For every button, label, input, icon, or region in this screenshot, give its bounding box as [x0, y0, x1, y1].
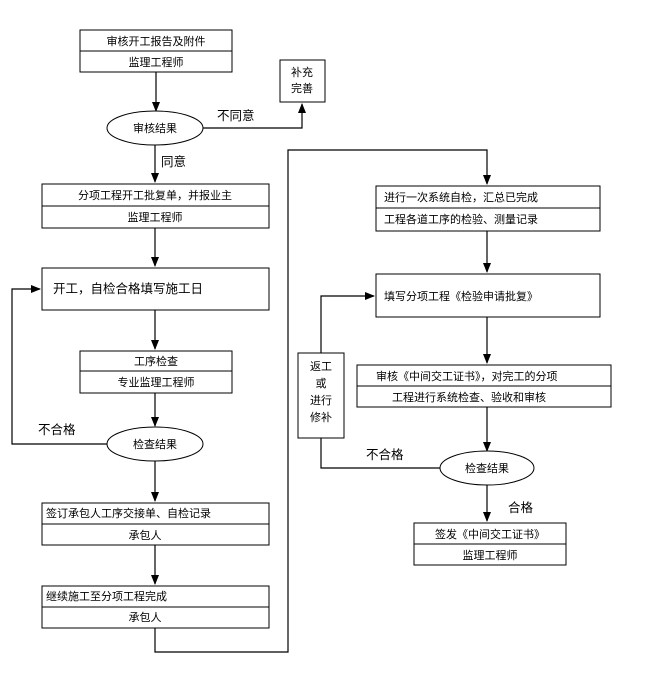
- check-result-ellipse-left: 检查结果: [106, 426, 204, 462]
- sign-handover-title: 签订承包人工序交接单、自检记录: [46, 506, 211, 520]
- process-check-title: 工序检查: [134, 354, 178, 368]
- arrow-unqualified-left: [11, 285, 107, 445]
- review-certificate-title: 审核《中间交工证书》，对完工的分项: [376, 369, 558, 383]
- review-certificate-detail: 工程进行系统检查、验收和审核: [392, 390, 546, 404]
- supplement-line2: 完善: [291, 81, 313, 95]
- review-certificate-box: 审核《中间交工证书》，对完工的分项 工程进行系统检查、验收和审核: [356, 364, 612, 408]
- fill-application-box: 填写分项工程《检验申请批复》: [375, 273, 601, 318]
- self-check-title: 进行一次系统自检，汇总已完成: [384, 190, 538, 204]
- start-work-label: 开工，自检合格填写施工日: [53, 281, 203, 296]
- issue-certificate-role: 监理工程师: [463, 549, 518, 562]
- continue-construction-title: 继续施工至分项工程完成: [46, 589, 167, 603]
- disagree-label: 不同意: [217, 108, 255, 123]
- agree-label: 同意: [161, 154, 186, 169]
- review-report-role: 监理工程师: [129, 56, 184, 69]
- subproject-report-box: 分项工程开工批复单，并报业主 监理工程师: [41, 183, 270, 229]
- issue-certificate-box: 签发《中间交工证书》 监理工程师: [413, 522, 567, 566]
- sign-handover-box: 签订承包人工序交接单、自检记录 承包人: [41, 502, 270, 546]
- rework-line3: 进行: [310, 394, 332, 407]
- continue-construction-box: 继续施工至分项工程完成 承包人: [41, 585, 270, 629]
- connector-to-self-check: [154, 149, 491, 653]
- issue-certificate-title: 签发《中间交工证书》: [435, 527, 545, 541]
- review-result-ellipse: 审核结果: [106, 110, 204, 146]
- rework-line4: 修补: [310, 410, 332, 424]
- supplement-line1: 补充: [291, 65, 313, 79]
- check-result-right-label: 检查结果: [465, 461, 509, 475]
- rework-box: 返工 或 进行 修补: [297, 352, 345, 439]
- supplement-box: 补充 完善: [279, 59, 326, 103]
- review-report-title: 审核开工报告及附件: [107, 34, 206, 48]
- continue-construction-role: 承包人: [129, 611, 162, 624]
- self-check-detail: 工程各道工序的检验、测量记录: [384, 212, 538, 226]
- subproject-report-role: 监理工程师: [128, 211, 183, 224]
- unqualified-left-label: 不合格: [38, 422, 76, 437]
- review-report-box: 审核开工报告及附件 监理工程师: [79, 29, 233, 73]
- unqualified-right-label: 不合格: [366, 447, 404, 462]
- process-check-role: 专业监理工程师: [118, 375, 195, 389]
- arrow-disagree: [203, 103, 306, 129]
- check-result-ellipse-right: 检查结果: [439, 450, 535, 486]
- sign-handover-role: 承包人: [129, 529, 162, 542]
- qualified-label: 合格: [508, 500, 534, 515]
- self-check-box: 进行一次系统自检，汇总已完成 工程各道工序的检验、测量记录: [375, 185, 601, 232]
- fill-application-label: 填写分项工程《检验申请批复》: [384, 289, 538, 303]
- subproject-report-title: 分项工程开工批复单，并报业主: [78, 188, 232, 202]
- rework-line1: 返工: [310, 360, 332, 373]
- review-result-label: 审核结果: [133, 121, 177, 135]
- check-result-left-label: 检查结果: [133, 437, 177, 451]
- process-check-box: 工序检查 专业监理工程师: [79, 350, 233, 394]
- rework-line2: 或: [316, 377, 327, 390]
- start-work-box: 开工，自检合格填写施工日: [41, 267, 270, 311]
